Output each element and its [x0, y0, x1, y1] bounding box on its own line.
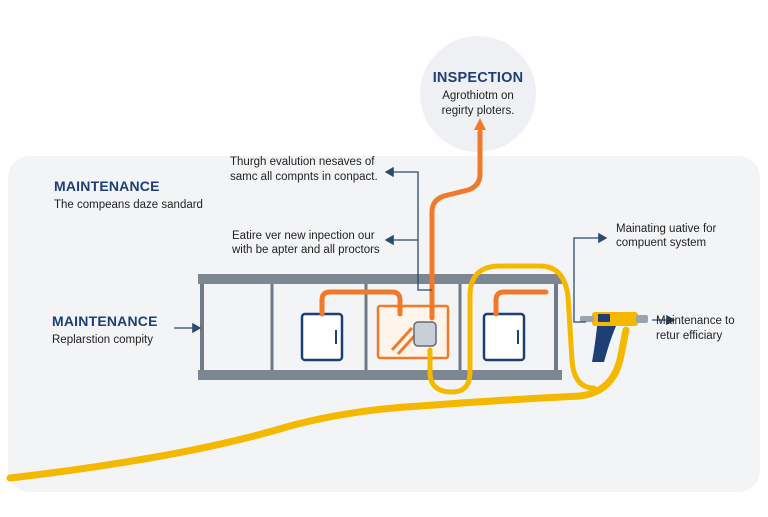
annotation-3-line-2: compuent system — [616, 237, 707, 249]
cabinet-right — [482, 312, 526, 362]
inspection-arrow-icon — [474, 118, 486, 130]
spray-nozzle-icon — [580, 312, 648, 362]
orange-pipe — [319, 129, 549, 321]
maintenance-mid-subtitle: Replarstion compity — [52, 334, 153, 346]
valve-body — [413, 321, 437, 347]
maintenance-mid-title: MAINTENANCE — [52, 313, 158, 329]
leader-a1 — [384, 166, 432, 291]
yellow-pipe — [6, 263, 630, 482]
annotation-4-line-2: retur efficiary — [656, 330, 723, 342]
annotation-leaders — [174, 166, 676, 334]
maintenance-top-title: MAINTENANCE — [54, 178, 160, 194]
annotation-1-line-1: Thurgh evalution nesaves of — [230, 156, 375, 168]
inspection-title: INSPECTION — [432, 70, 524, 86]
cabinet-center — [376, 304, 450, 360]
leader-a3 — [573, 232, 608, 323]
annotation-2-line-1: Eatire ver new inpection our — [232, 230, 375, 242]
annotation-2-line-2: with be apter and all proctors — [232, 244, 380, 256]
equipment-rack — [198, 274, 562, 380]
inspection-line-2: regirty ploters. — [441, 105, 515, 117]
annotation-3-line-1: Mainating uative for — [616, 223, 717, 235]
annotation-1-line-2: samc all compnts in conpact. — [230, 171, 378, 183]
annotation-4-line-1: Maintenance to — [656, 315, 735, 327]
maintenance-top-subtitle: The compeans daze sandard — [54, 199, 203, 211]
inspection-line-1: Agrothiotm on — [442, 90, 514, 102]
inspection-circle — [420, 36, 536, 152]
